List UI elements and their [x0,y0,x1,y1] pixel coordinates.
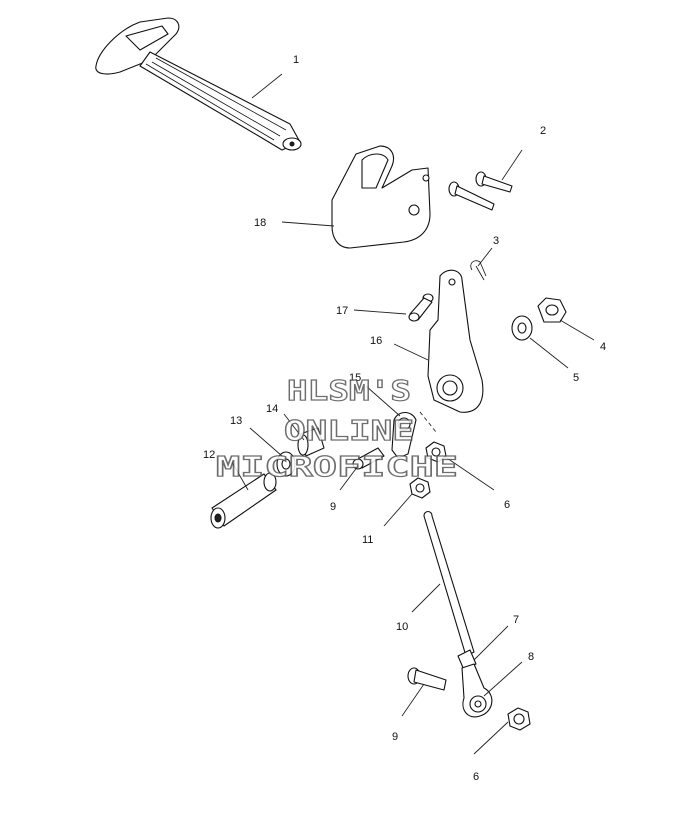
callout-6-lower: 6 [473,771,479,783]
part-2-rivets [448,171,513,211]
callout-2: 2 [540,125,546,137]
part-13-washer [276,451,296,477]
part-14-spacer [297,427,325,457]
part-16-lever-arm [427,269,484,413]
watermark: HLSM'S ONLINE MICROFICHE [215,373,458,483]
part-6-nut-upper [425,441,447,463]
watermark-line-1: HLSM'S [287,374,411,407]
part-9-bolt-upper [352,447,385,470]
part-9-bolt-lower [407,667,447,691]
callout-7: 7 [513,614,519,626]
leader-lines [231,73,595,755]
callout-4: 4 [600,341,606,353]
callout-15: 15 [349,372,361,384]
part-1-handle [95,17,302,151]
callout-8: 8 [528,651,534,663]
callout-12: 12 [203,449,215,461]
part-11-nut [409,477,431,499]
callout-9-upper: 9 [330,501,336,513]
part-12-bushing [210,472,277,529]
part-8-rod-end [461,663,493,718]
part-17-pin [408,293,434,322]
callout-1: 1 [293,54,299,66]
callout-11: 11 [362,534,373,546]
callout-numbers: 1 2 3 4 5 6 7 8 9 9 10 11 12 13 14 15 16… [203,54,606,783]
callout-13: 13 [230,415,242,427]
part-4-nut [537,297,567,323]
watermark-line-3: MICROFICHE [216,450,458,483]
part-5-washer [511,315,533,341]
watermark-line-2: ONLINE [284,414,414,447]
callout-18: 18 [254,217,266,229]
part-10-rod [423,510,475,657]
part-3-cotter-pin [470,260,487,281]
callout-6-upper: 6 [504,499,510,511]
callout-14: 14 [266,403,278,415]
callout-10: 10 [396,621,408,633]
callout-3: 3 [493,235,499,247]
callout-9-lower: 9 [392,731,398,743]
part-18-bracket [331,145,431,249]
callout-16: 16 [370,335,382,347]
callout-5: 5 [573,372,579,384]
callout-17: 17 [336,305,348,317]
part-6-nut-lower [507,707,531,731]
part-15-rod-end [391,411,437,459]
